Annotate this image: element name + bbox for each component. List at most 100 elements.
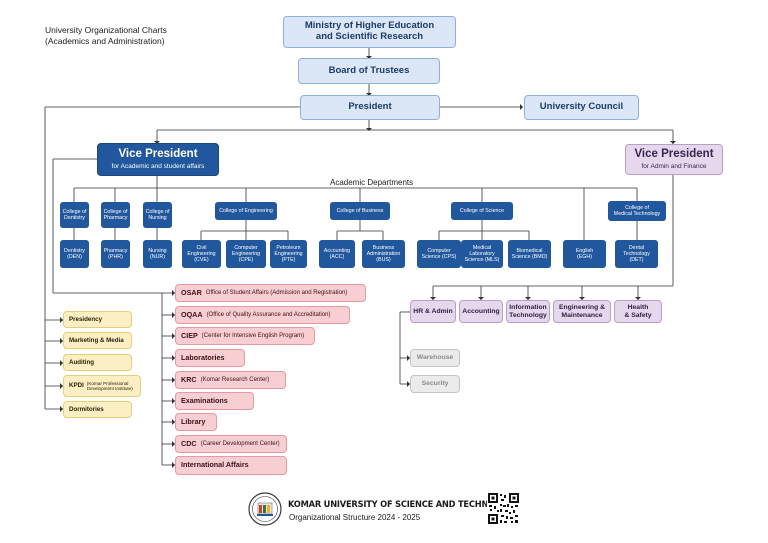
dept-acc-line1: Accounting	[323, 247, 351, 254]
unit-kpdi: KPDI (Komar Professional Development Ins…	[63, 375, 141, 397]
college-medical-technology: College of Medical Technology	[608, 201, 666, 221]
dept-pte-line3: (PTE)	[281, 257, 296, 264]
dept-cve-line1: Civil	[196, 244, 207, 251]
college-business-label: College of Business	[336, 207, 384, 214]
dept-cps-line1: Computer	[427, 247, 451, 254]
unit-kpdi-name-line2: Development Institute)	[86, 386, 133, 391]
admin-accounting: Accounting	[459, 300, 503, 323]
college-science: College of Science	[451, 202, 513, 220]
vp-admin-box: Vice President for Admin and Finance	[625, 144, 723, 175]
chart-title-line1: University Organizational Charts	[45, 25, 167, 35]
admin-information-technology: Information Technology	[506, 300, 550, 323]
chart-title: University Organizational Charts (Academ…	[45, 25, 167, 47]
office-ciep-code: CIEP	[181, 330, 198, 340]
ministry-line1: Ministry of Higher Education	[304, 20, 435, 32]
ministry-box: Ministry of Higher Education and Scienti…	[283, 16, 456, 48]
office-oqaa-name: (Office of Quality Assurance and Accredi…	[206, 311, 331, 318]
college-engineering-label: College of Engineering	[219, 207, 273, 214]
dept-bus-line3: (BUS)	[376, 257, 391, 264]
dept-cve-line2: Engineering	[187, 250, 216, 257]
council-label: University Council	[539, 101, 624, 113]
unit-auditing-label: Auditing	[69, 358, 95, 366]
unit-presidency: Presidency	[63, 311, 132, 328]
dept-phr-line1: Pharmacy	[103, 247, 128, 254]
office-cdc-code: CDC	[181, 438, 197, 448]
dept-det-line3: (DET)	[629, 257, 644, 264]
dept-phr: Pharmacy(PHR)	[101, 240, 130, 268]
board-label: Board of Trustees	[328, 64, 410, 76]
office-krc-name: (Komar Research Center)	[200, 376, 270, 383]
admin-it-line2: Technology	[509, 311, 547, 319]
office-examinations-code: Examinations	[181, 395, 228, 405]
office-oqaa-code: OQAA	[181, 309, 203, 319]
dept-den: Dentistry(DEN)	[60, 240, 89, 268]
office-oqaa: OQAA(Office of Quality Assurance and Acc…	[175, 306, 350, 324]
unit-auditing: Auditing	[63, 354, 132, 371]
dept-nur-line1: Nursing	[148, 247, 167, 254]
qr-code-icon	[487, 492, 520, 525]
dept-det-line1: Dental	[628, 244, 645, 251]
dept-cve-line3: (CVE)	[194, 257, 209, 264]
vp-academic-subtitle: for Academic and student affairs	[111, 163, 205, 171]
college-dentistry: College of Dentistry	[60, 202, 89, 228]
unit-kpdi-code: KPDI	[69, 382, 84, 390]
office-cdc: CDC(Career Development Center)	[175, 435, 287, 453]
dept-egh-line2: (EGH)	[576, 254, 592, 260]
admin-engineering-maintenance: Engineering & Maintenance	[553, 300, 611, 323]
dept-den-line2: (DEN)	[67, 254, 82, 260]
dept-nur: Nursing(NUR)	[143, 240, 172, 268]
dept-pte-line2: Engineering	[274, 250, 303, 257]
dept-cpe-line3: (CPE)	[238, 257, 254, 264]
dept-cpe-line2: Engineering	[231, 250, 261, 257]
office-examinations: Examinations	[175, 392, 254, 410]
admin-eng-line1: Engineering &	[558, 303, 606, 311]
dept-bus-line2: Administration	[366, 250, 401, 257]
unit-marketing-media: Marketing & Media	[63, 332, 132, 349]
dept-cps-line2: Science (CPS)	[421, 254, 457, 260]
admin-warehouse-label: Warehouse	[416, 354, 454, 362]
chart-title-line2: (Academics and Administration)	[45, 36, 165, 47]
admin-accounting-label: Accounting	[462, 307, 500, 315]
office-krc: KRC(Komar Research Center)	[175, 371, 286, 389]
dept-egh-line1: English	[575, 247, 594, 254]
admin-hs-line1: Health	[627, 303, 649, 311]
dept-bmd-line2: Science (BMD)	[511, 254, 548, 260]
admin-warehouse: Warehouse	[410, 349, 460, 367]
college-medtech-line2: Medical Technology	[613, 211, 661, 217]
admin-eng-line2: Maintenance	[561, 311, 603, 319]
unit-dormitories-label: Dormitories	[69, 405, 104, 413]
president-box: President	[300, 95, 440, 120]
unit-dormitories: Dormitories	[63, 401, 132, 418]
college-engineering: College of Engineering	[215, 202, 277, 220]
dept-nur-line2: (NUR)	[149, 254, 165, 260]
office-cdc-name: (Career Development Center)	[200, 440, 280, 447]
unit-presidency-label: Presidency	[69, 315, 103, 323]
college-science-label: College of Science	[459, 207, 505, 214]
admin-hs-line2: & Safety	[624, 311, 652, 319]
dept-acc-line2: (ACC)	[329, 254, 345, 260]
admin-health-safety: Health & Safety	[614, 300, 662, 323]
college-nursing: College of Nursing	[143, 202, 172, 228]
dept-acc: Accounting(ACC)	[319, 240, 355, 268]
vp-admin-subtitle: for Admin and Finance	[641, 163, 707, 171]
dept-mls-line3: Science (MLS)	[464, 257, 500, 264]
university-council-box: University Council	[524, 95, 639, 120]
footer-structure-year: Organizational Structure 2024 - 2025	[289, 513, 421, 522]
college-nursing-line1: College of	[145, 208, 170, 215]
college-dentistry-line1: College of	[62, 208, 87, 215]
dept-pte-line1: Petroleum	[276, 244, 301, 251]
college-nursing-line2: Nursing	[148, 215, 167, 221]
dept-det-line2: Technology	[623, 250, 650, 257]
university-logo	[248, 492, 282, 526]
ministry-line2: and Scientific Research	[315, 31, 424, 42]
footer-university-name: KOMAR UNIVERSITY OF SCIENCE AND TECHNOLO…	[288, 499, 519, 510]
